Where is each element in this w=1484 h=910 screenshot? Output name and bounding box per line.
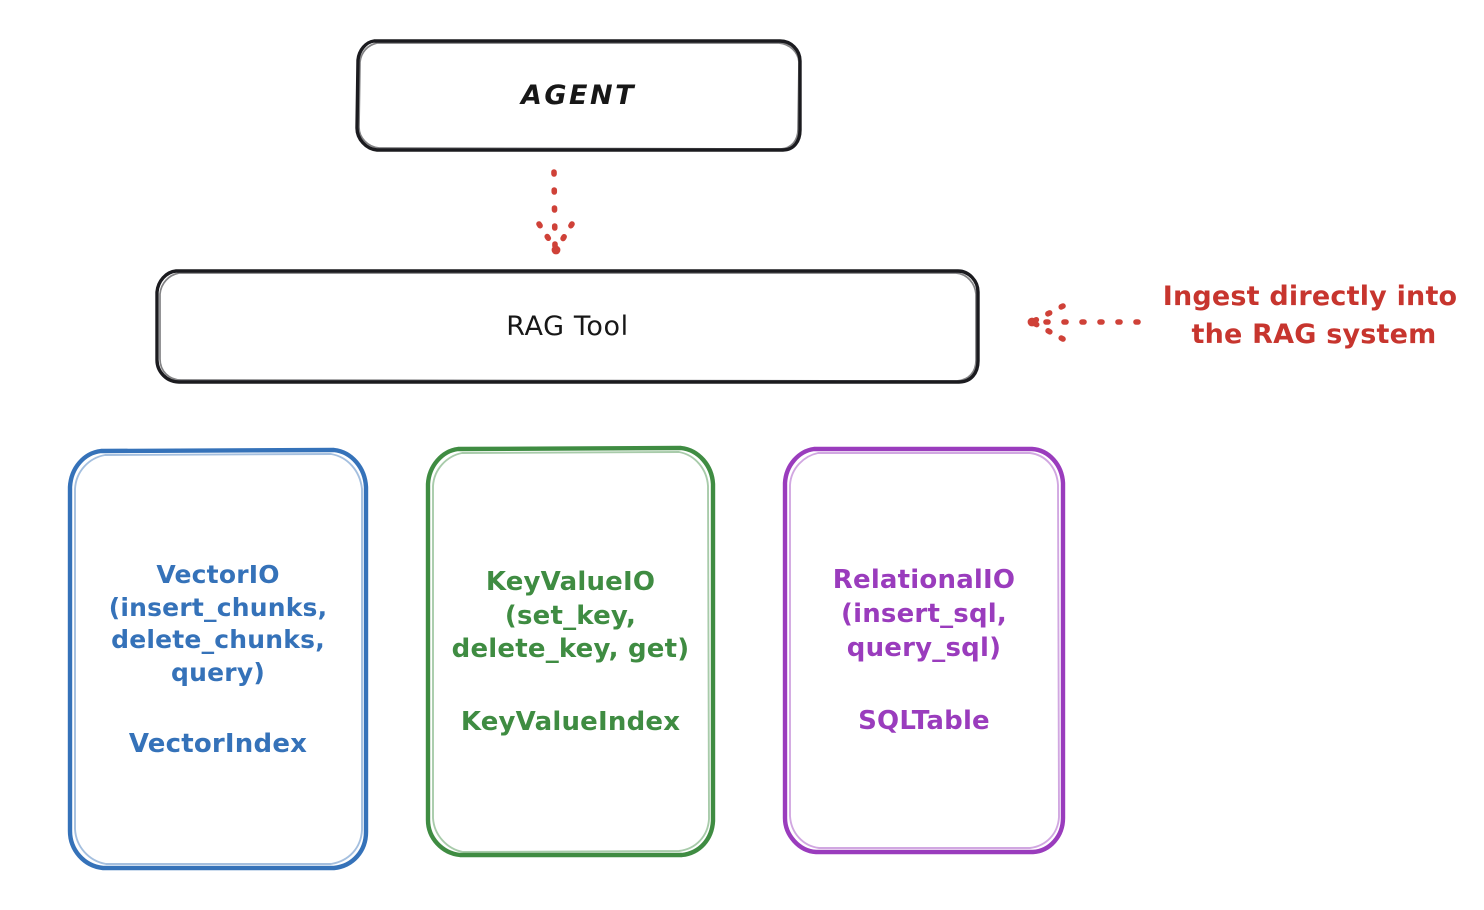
key-value-io-title: KeyValueIO (set_key, delete_key, get) (451, 566, 690, 665)
relational-io-box-outline (782, 446, 1066, 855)
key-value-io-box-outline (425, 445, 716, 858)
vector-io-index: VectorIndex (128, 729, 308, 759)
relational-io-node[interactable]: RelationalIO (insert_sql, query_sql) SQL… (785, 448, 1063, 852)
ragtool-box-outline (155, 269, 980, 384)
vector-io-box-outline (67, 447, 369, 871)
key-value-io-node[interactable]: KeyValueIO (set_key, delete_key, get) Ke… (428, 448, 713, 855)
agent-label: AGENT (520, 79, 636, 111)
vector-io-node[interactable]: VectorIO (insert_chunks, delete_chunks, … (70, 450, 366, 868)
ingest-to-ragtool-arrow (1027, 303, 1141, 342)
ingest-annotation-line-1: Ingest directly into (1162, 281, 1458, 312)
relational-io-title: RelationalIO (insert_sql, query_sql) (832, 565, 1016, 663)
agent-box-outline (355, 39, 802, 152)
rag-tool-node[interactable]: RAG Tool (157, 270, 978, 382)
rag-tool-label: RAG Tool (506, 310, 629, 342)
agent-node[interactable]: AGENT (357, 40, 800, 150)
ingest-annotation-line-2: the RAG system (1191, 318, 1437, 350)
vector-io-title: VectorIO (insert_chunks, delete_chunks, … (108, 560, 328, 687)
ingest-annotation: Ingest directly into the RAG system (1150, 278, 1470, 354)
agent-to-ragtool-arrow (536, 169, 575, 255)
key-value-io-index: KeyValueIndex (460, 707, 681, 738)
relational-io-index: SQLTable (858, 705, 990, 736)
